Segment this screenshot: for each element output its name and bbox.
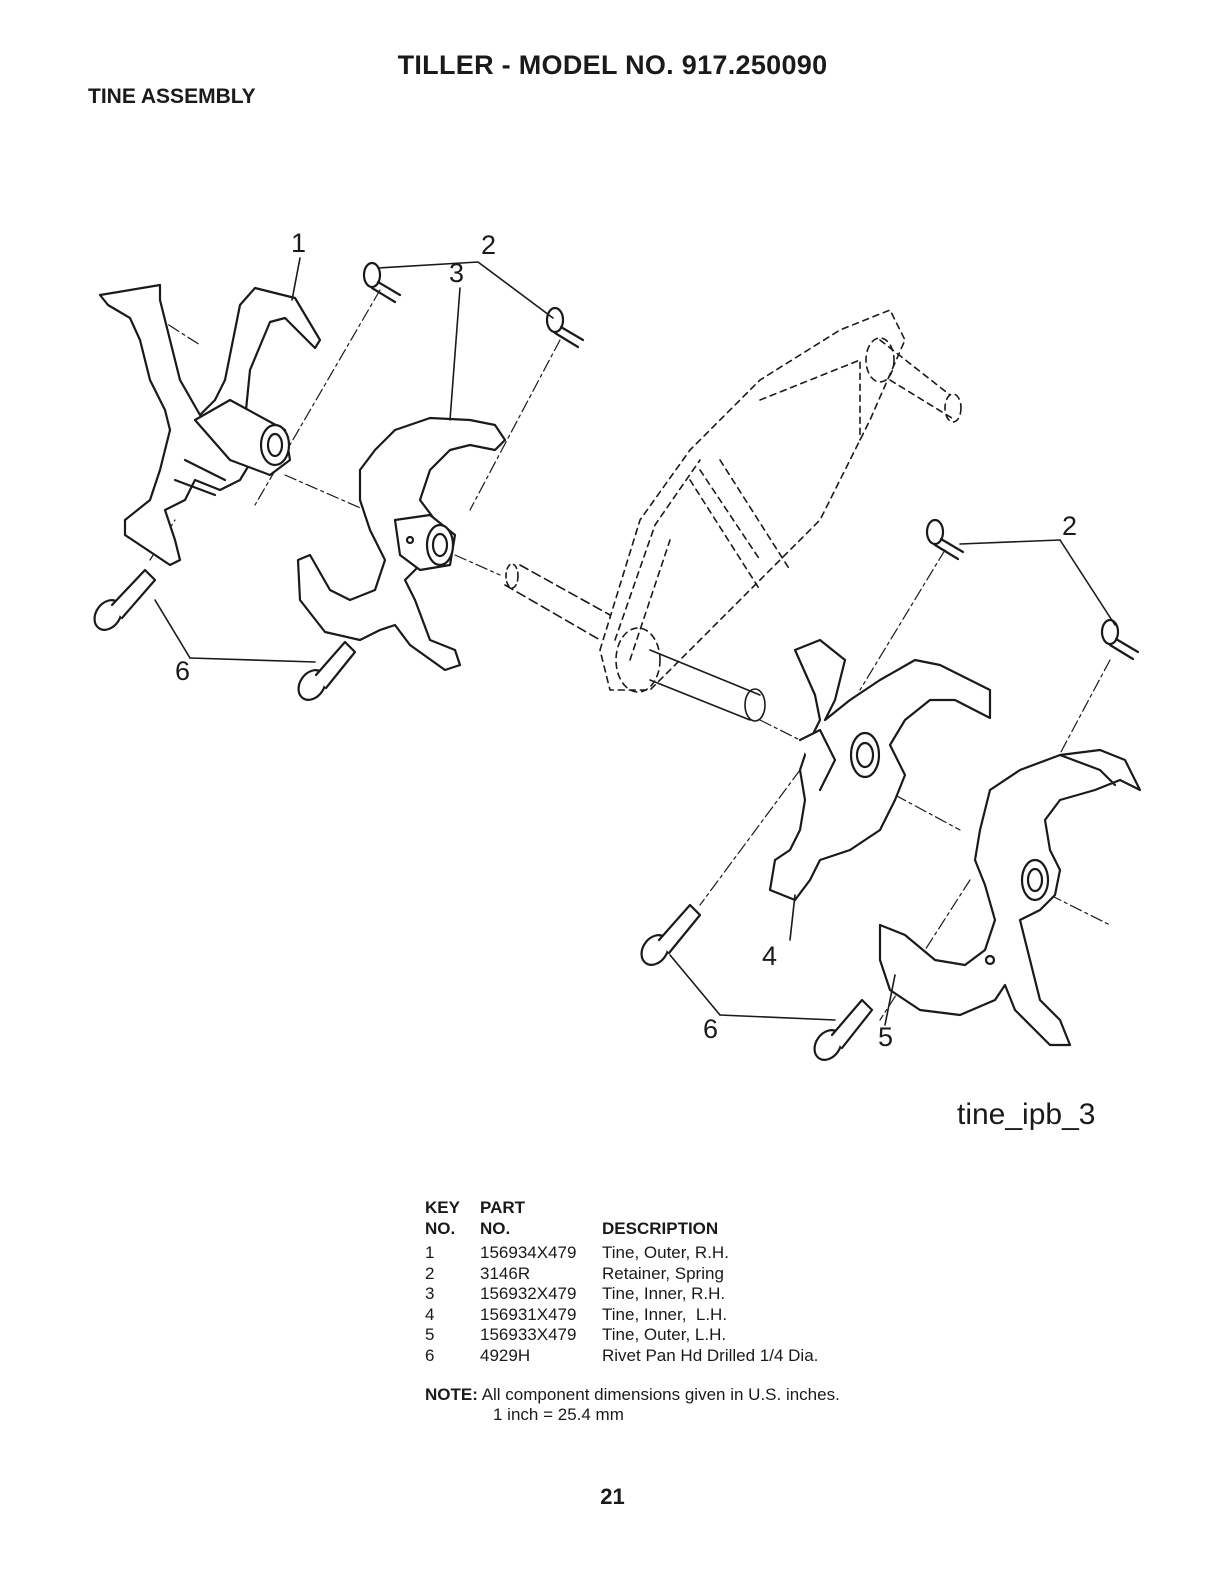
rivet-1: [93, 568, 157, 631]
parts-row: 4 156931X479 Tine, Inner, L.H.: [425, 1305, 818, 1326]
leader-lines: [154, 257, 1116, 1026]
note-line-1: All component dimensions given in U.S. i…: [481, 1385, 840, 1404]
header-part-no: NO.: [480, 1218, 511, 1238]
parts-header-row: NO. NO. DESCRIPTION: [425, 1219, 818, 1240]
header-part: PART: [480, 1198, 526, 1217]
parts-row: 2 3146R Retainer, Spring: [425, 1264, 818, 1285]
header-description: DESCRIPTION: [602, 1218, 719, 1238]
key-no: 2: [425, 1263, 435, 1283]
parts-row: 5 156933X479 Tine, Outer, L.H.: [425, 1325, 818, 1346]
parts-row: 1 156934X479 Tine, Outer, R.H.: [425, 1243, 818, 1264]
key-no: 5: [425, 1325, 435, 1344]
tine-outer-rh: [98, 283, 322, 567]
spring-retainer-4: [1100, 618, 1140, 661]
callout-2: 2: [481, 230, 496, 260]
shaft-left: [504, 563, 766, 722]
description: Tine, Inner, L.H.: [602, 1304, 728, 1324]
tine-inner-rh: [296, 416, 507, 672]
spring-retainer-2: [545, 306, 585, 349]
part-no: 156934X479: [480, 1243, 577, 1262]
description: Tine, Outer, L.H.: [602, 1325, 727, 1344]
key-no: 6: [425, 1345, 435, 1365]
figure-id: tine_ipb_3: [957, 1098, 1096, 1131]
callout-3: 3: [449, 258, 464, 288]
callout-1: 1: [291, 228, 306, 258]
spring-retainer-3: [925, 518, 965, 561]
part-no: 156931X479: [480, 1304, 577, 1324]
dimension-note: NOTE: All component dimensions given in …: [425, 1385, 840, 1425]
page-title: TILLER - MODEL NO. 917.250090: [397, 50, 828, 80]
rivet-4: [813, 998, 874, 1061]
page-number: 21: [600, 1484, 625, 1509]
description: Rivet Pan Hd Drilled 1/4 Dia.: [602, 1345, 819, 1365]
parts-row: 6 4929H Rivet Pan Hd Drilled 1/4 Dia.: [425, 1346, 818, 1367]
note-line-2: 1 inch = 25.4 mm: [493, 1405, 624, 1424]
callout-2: 2: [1062, 511, 1077, 541]
description: Tine, Outer, R.H.: [602, 1243, 729, 1262]
description: Retainer, Spring: [602, 1263, 724, 1283]
parts-row: 3 156932X479 Tine, Inner, R.H.: [425, 1284, 818, 1305]
spring-retainer-1: [362, 261, 402, 304]
tine-inner-lh: [768, 638, 992, 902]
part-no: 3146R: [480, 1263, 531, 1283]
header-key: KEY: [425, 1198, 460, 1217]
part-no: 4929H: [480, 1345, 531, 1365]
parts-header-row: KEY PART: [425, 1198, 818, 1219]
rivet-2: [297, 640, 357, 701]
callout-6: 6: [703, 1014, 718, 1044]
parts-list: KEY PART NO. NO. DESCRIPTION 1 156934X47…: [425, 1198, 818, 1366]
rivet-3: [640, 903, 702, 966]
part-no: 156933X479: [480, 1325, 577, 1344]
centerlines: [129, 289, 1111, 1021]
description: Tine, Inner, R.H.: [602, 1284, 726, 1303]
key-no: 3: [425, 1284, 435, 1303]
callout-4: 4: [762, 941, 777, 971]
note-label: NOTE:: [425, 1385, 478, 1404]
callout-5: 5: [878, 1022, 893, 1052]
header-key-no: NO.: [425, 1218, 456, 1238]
tine-outer-lh: [878, 748, 1142, 1047]
section-title: TINE ASSEMBLY: [88, 85, 256, 108]
tiller-housing: [599, 309, 962, 693]
callout-6: 6: [175, 656, 190, 686]
part-no: 156932X479: [480, 1284, 577, 1303]
key-no: 1: [425, 1243, 435, 1262]
key-no: 4: [425, 1304, 435, 1324]
